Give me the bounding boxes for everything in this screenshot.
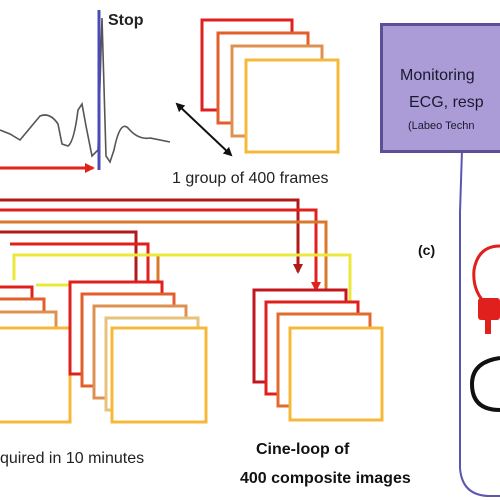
monitoring-vendor: (Labeo Techn	[408, 120, 475, 132]
monitoring-title: Monitoring	[400, 67, 475, 84]
ecg-trace	[0, 17, 171, 164]
frame-stack-icon	[200, 18, 340, 154]
monitoring-subtitle: ECG, resp	[409, 94, 484, 111]
panel-c-label: (c)	[418, 242, 436, 258]
cine-loop-title: Cine-loop of	[256, 441, 350, 458]
lead-loop-icon	[469, 356, 500, 412]
electrode-sensor-icon	[472, 244, 500, 334]
group-caption: 1 group of 400 frames	[172, 170, 329, 187]
monitoring-box	[380, 23, 500, 153]
monitoring-cable	[459, 149, 500, 497]
double-arrow-icon	[175, 102, 233, 157]
frame-stack-icon	[68, 280, 208, 424]
frame-stack-icon	[252, 288, 384, 422]
acquired-caption: quired in 10 minutes	[0, 450, 145, 467]
cine-loop-subtitle: 400 composite images	[240, 470, 411, 487]
frame-stack-icon	[0, 285, 72, 424]
stop-label: Stop	[108, 12, 144, 29]
